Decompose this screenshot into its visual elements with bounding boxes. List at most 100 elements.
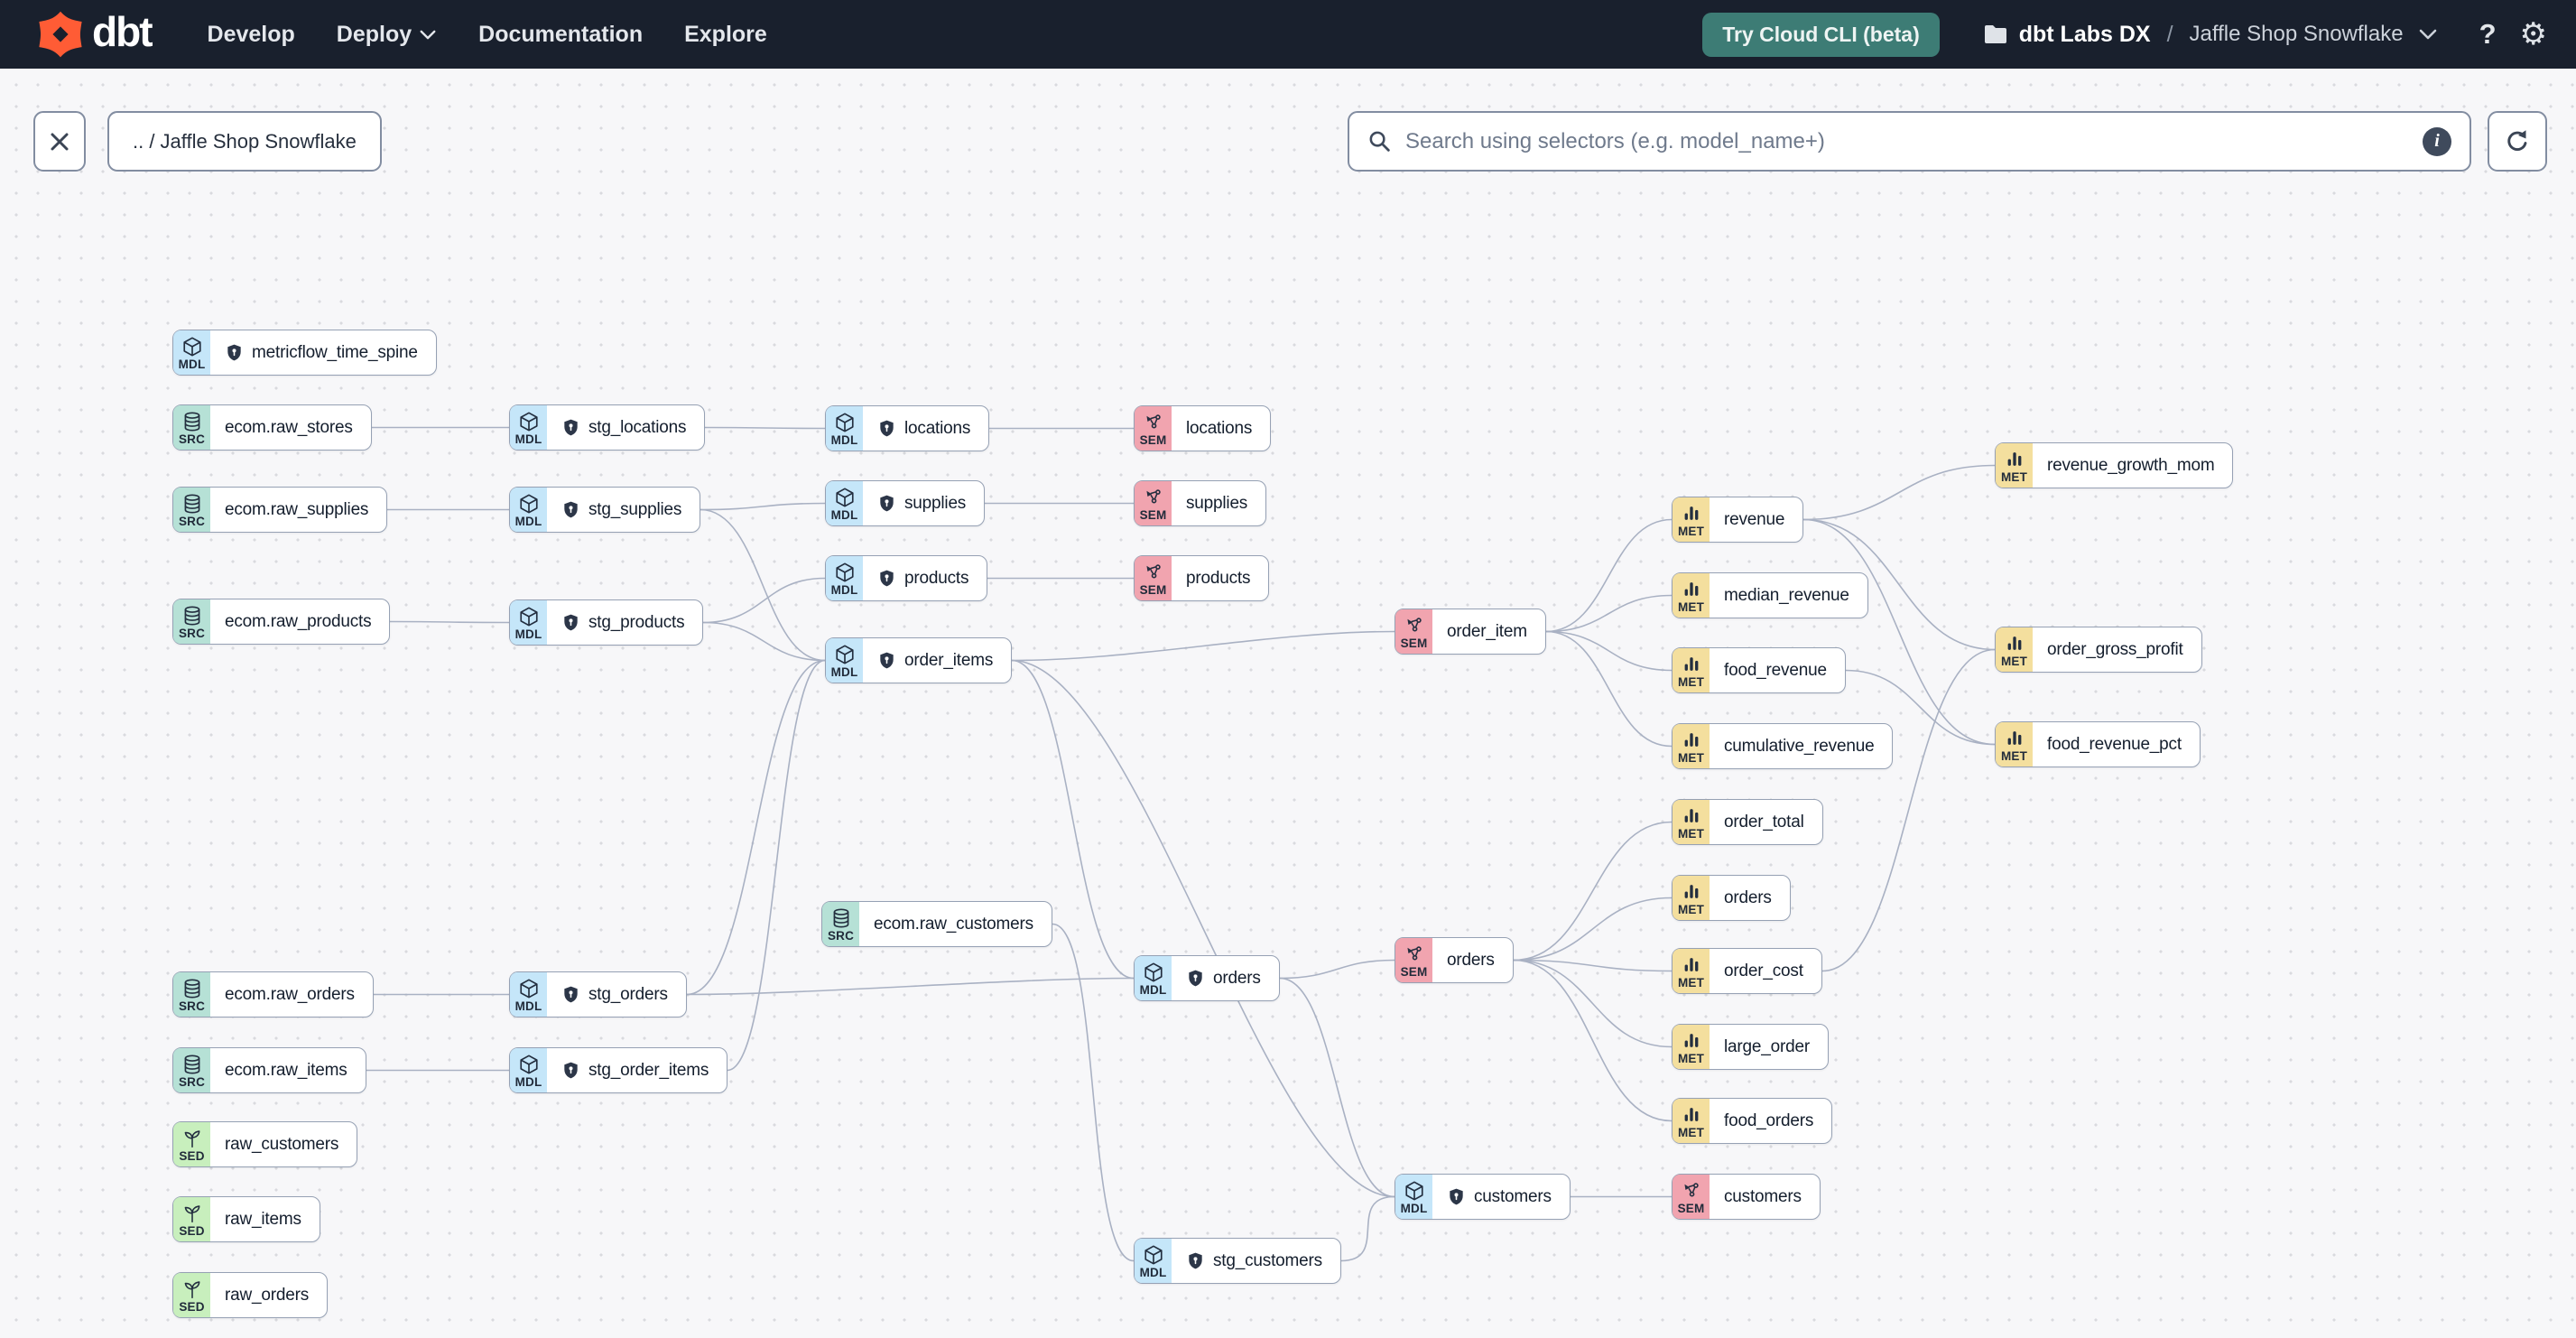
close-lineage-button[interactable] [33, 111, 86, 172]
graph-node-raw_items_src[interactable]: SRC ecom.raw_items [172, 1047, 366, 1093]
node-body: stg_orders [547, 972, 686, 1017]
node-type-badge: MDL [510, 1048, 547, 1092]
shield-icon [561, 1061, 580, 1080]
nav-items: Develop Deploy Documentation Explore [208, 22, 767, 48]
nav-item-explore[interactable]: Explore [684, 22, 767, 48]
help-icon[interactable]: ? [2479, 18, 2497, 50]
node-label: stg_supplies [588, 499, 682, 519]
lineage-breadcrumb[interactable]: .. / Jaffle Shop Snowflake [107, 111, 382, 172]
node-label: locations [904, 418, 971, 438]
node-type-badge: SRC [822, 902, 859, 946]
node-label: ecom.raw_orders [225, 984, 355, 1004]
node-body: metricflow_time_spine [210, 330, 436, 375]
shield-icon [561, 985, 580, 1004]
node-type-badge: SEM [1673, 1175, 1710, 1219]
database-icon [181, 1054, 203, 1075]
node-type-badge: SRC [173, 1048, 210, 1092]
node-type-badge: MDL [826, 481, 863, 525]
node-body: customers [1710, 1175, 1820, 1219]
cube-icon [834, 562, 856, 583]
node-label: stg_locations [588, 417, 687, 437]
node-type-badge: MDL [510, 405, 547, 450]
graph-node-food_revenue_pct[interactable]: MET food_revenue_pct [1995, 721, 2201, 767]
graph-node-stg_locations[interactable]: MDL stg_locations [509, 404, 706, 451]
node-body: raw_customers [210, 1122, 357, 1166]
node-label: stg_orders [588, 984, 668, 1004]
dbt-logo[interactable]: dbt [36, 10, 153, 59]
navbar-right: Try Cloud CLI (beta) dbt Labs DX / Jaffl… [1702, 12, 2547, 57]
account-name[interactable]: dbt Labs DX [2018, 21, 2151, 47]
project-name[interactable]: Jaffle Shop Snowflake [2189, 22, 2404, 46]
nav-item-deploy[interactable]: Deploy [337, 22, 437, 48]
search-icon [1369, 131, 1390, 152]
node-type-label: MET [1677, 1126, 1705, 1140]
nav-item-documentation[interactable]: Documentation [478, 22, 643, 48]
selector-search: i [1348, 111, 2471, 172]
gear-icon[interactable]: ⚙ [2519, 16, 2547, 52]
nav-item-develop[interactable]: Develop [208, 22, 295, 48]
node-label: food_revenue [1724, 660, 1827, 680]
node-type-badge: MET [1673, 949, 1710, 993]
metric-bars-icon [1681, 729, 1702, 751]
node-type-label: MET [1677, 976, 1705, 990]
node-label: food_revenue_pct [2047, 734, 2182, 754]
node-label: ecom.raw_items [225, 1060, 347, 1080]
node-label: metricflow_time_spine [252, 342, 418, 362]
cube-icon [518, 978, 540, 999]
try-cloud-cli-button[interactable]: Try Cloud CLI (beta) [1702, 12, 1940, 57]
node-body: stg_supplies [547, 488, 700, 532]
search-input[interactable] [1405, 128, 2423, 154]
node-body: large_order [1710, 1025, 1828, 1069]
node-body: raw_items [210, 1197, 320, 1241]
folder-icon [1984, 25, 2006, 43]
project-chevron-down-icon[interactable] [2418, 28, 2438, 41]
info-icon[interactable]: i [2423, 126, 2451, 156]
node-type-badge: SED [173, 1273, 210, 1317]
semantic-graph-icon [1143, 487, 1164, 508]
node-type-label: MET [2000, 749, 2028, 764]
semantic-graph-icon [1681, 1180, 1702, 1202]
node-type-label: MET [2000, 470, 2028, 485]
node-label: raw_items [225, 1209, 301, 1229]
node-body: order_items [863, 638, 1011, 683]
refresh-button[interactable] [2488, 111, 2547, 172]
node-label: customers [1474, 1186, 1552, 1206]
